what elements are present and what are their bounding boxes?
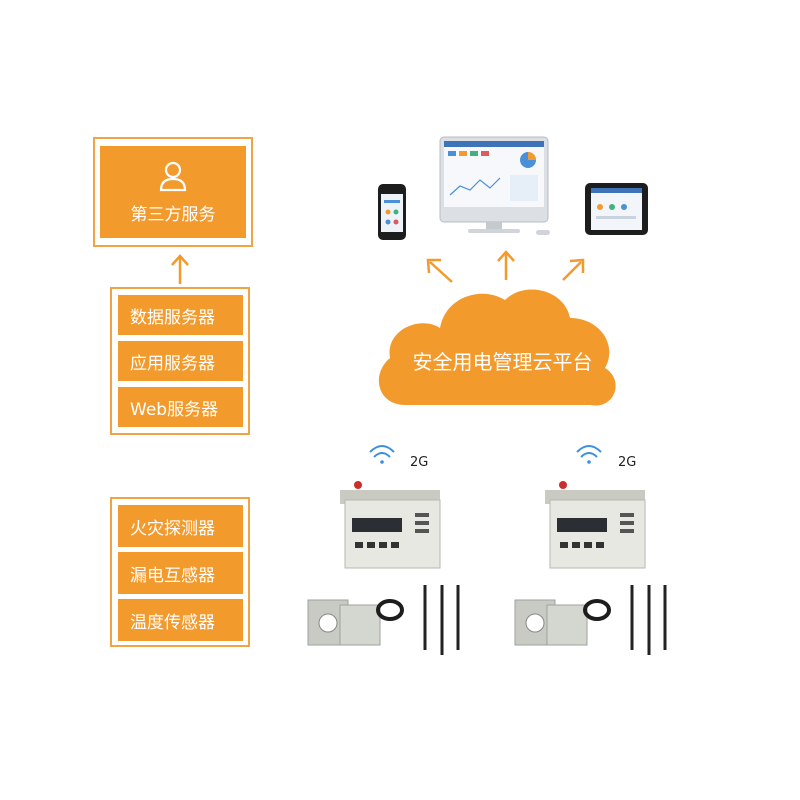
electrical-monitor-device-icon <box>340 481 441 569</box>
cloud-shape <box>378 289 616 406</box>
temperature-probe-icon <box>630 585 667 655</box>
temperature-probe-icon <box>423 585 460 655</box>
network-label-2: 2G <box>618 455 637 470</box>
network-label-1: 2G <box>410 455 429 470</box>
app-server-box: 应用服务器 <box>118 341 243 381</box>
web-server-label: Web服务器 <box>130 399 219 420</box>
wifi-signal-icon <box>576 445 602 464</box>
data-server-box: 数据服务器 <box>118 295 243 335</box>
third-party-panel: 第三方服务 <box>100 146 246 238</box>
temperature-sensor-box: 温度传感器 <box>118 599 243 641</box>
arrow-to-tablet-icon <box>562 258 585 281</box>
arrow-to-phone-icon <box>426 258 453 283</box>
cloud-platform-label: 安全用电管理云平台 <box>412 350 593 374</box>
tablet-icon <box>585 183 648 235</box>
desktop-monitor-icon <box>439 136 550 235</box>
data-server-label: 数据服务器 <box>130 307 215 328</box>
web-server-box: Web服务器 <box>118 387 243 427</box>
sensor-group-frame: 火灾探测器 漏电互感器 温度传感器 <box>110 497 250 647</box>
server-group-frame: 数据服务器 应用服务器 Web服务器 <box>110 287 250 435</box>
leakage-transformer-box: 漏电互感器 <box>118 552 243 594</box>
wifi-signal-icon <box>369 445 395 464</box>
smartphone-icon <box>378 184 406 240</box>
up-arrow-icon <box>171 254 189 284</box>
user-icon <box>159 161 187 191</box>
electrical-monitor-device-icon <box>545 481 646 569</box>
fire-detector-box: 火灾探测器 <box>118 505 243 547</box>
leakage-transformer-label: 漏电互感器 <box>130 565 215 586</box>
current-transformer-icon <box>307 599 404 646</box>
third-party-label: 第三方服务 <box>130 204 216 225</box>
third-party-frame: 第三方服务 <box>93 137 253 247</box>
arrow-to-desktop-icon <box>497 250 515 280</box>
app-server-label: 应用服务器 <box>130 353 215 374</box>
current-transformer-icon <box>514 599 611 646</box>
fire-detector-label: 火灾探测器 <box>130 518 215 539</box>
temperature-sensor-label: 温度传感器 <box>130 612 215 633</box>
